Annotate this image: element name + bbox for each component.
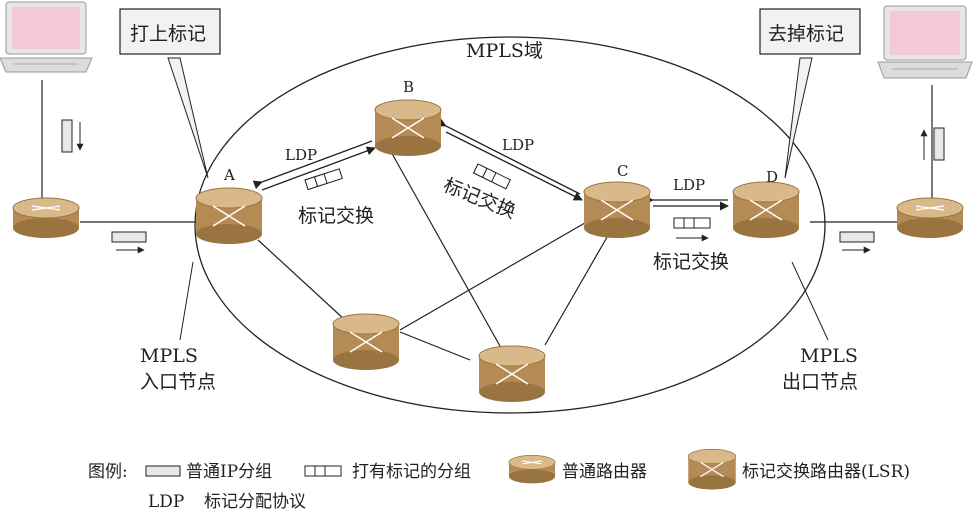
egress-line1: MPLS: [800, 345, 858, 367]
labeled-packet-cd: [673, 217, 711, 242]
ldp-cd: [644, 195, 729, 211]
callout-pop-text: 去掉标记: [768, 23, 844, 45]
router-right-icon: [896, 197, 964, 239]
node-a-label: A: [223, 166, 235, 184]
mpls-domain-label: MPLS域: [466, 40, 543, 62]
callout-pop: 去掉标记: [759, 8, 861, 179]
egress-line2: 出口节点: [782, 371, 858, 393]
swap-cd-label: 标记交换: [653, 251, 729, 273]
legend-labeled-packet-icon: [304, 465, 342, 477]
ldp-bc: [436, 118, 583, 201]
node-b-label: B: [403, 78, 414, 96]
laptop-left-icon: [0, 1, 93, 73]
legend-lsr-icon: [687, 448, 737, 490]
legend-labeled-packet-label: 打有标记的分组: [352, 462, 471, 482]
labeled-packet-bc: [472, 163, 512, 190]
packet-right-h: [839, 231, 875, 254]
lsr-b-icon: [374, 99, 442, 157]
router-left-icon: [12, 197, 80, 239]
ldp-ab: [252, 140, 376, 191]
node-c-label: C: [617, 162, 628, 180]
legend-plain-packet-icon: [145, 465, 181, 477]
links: [41, 80, 933, 361]
ldp-ab-label: LDP: [285, 146, 317, 164]
ingress-line1: MPLS: [140, 345, 198, 367]
packet-right-up: [920, 127, 945, 161]
lsr-c-icon: [583, 181, 651, 239]
node-d-label: D: [766, 168, 778, 186]
ingress-line2: 入口节点: [140, 371, 216, 393]
legend-ldp-abbr: LDP: [148, 492, 184, 512]
callout-push: 打上标记: [119, 8, 221, 179]
ldp-cd-label: LDP: [673, 176, 705, 194]
lsr-f-icon: [478, 345, 546, 403]
lsr-d-icon: [732, 181, 800, 239]
legend-lsr-label: 标记交换路由器(LSR): [742, 462, 910, 482]
legend-router-icon: [508, 455, 556, 484]
lsr-a-icon: [195, 187, 263, 245]
callout-push-text: 打上标记: [130, 23, 206, 45]
lsr-e-icon: [332, 313, 400, 371]
legend-ldp-full: 标记分配协议: [204, 492, 306, 512]
packet-left-down: [61, 119, 84, 153]
legend: 图例: 普通IP分组 打有标记的分组 普通路由器 标记交换路由器(LSR) LD…: [88, 448, 910, 512]
legend-title: 图例:: [88, 462, 128, 482]
mpls-domain-ellipse: [194, 36, 826, 414]
legend-router-label: 普通路由器: [562, 462, 647, 482]
labeled-packet-ab: [304, 168, 343, 191]
swap-ab-label: 标记交换: [298, 205, 374, 227]
laptop-right-icon: [877, 5, 973, 79]
ldp-bc-label: LDP: [502, 136, 534, 154]
packet-left-h: [111, 231, 147, 254]
legend-plain-packet-label: 普通IP分组: [186, 462, 272, 482]
